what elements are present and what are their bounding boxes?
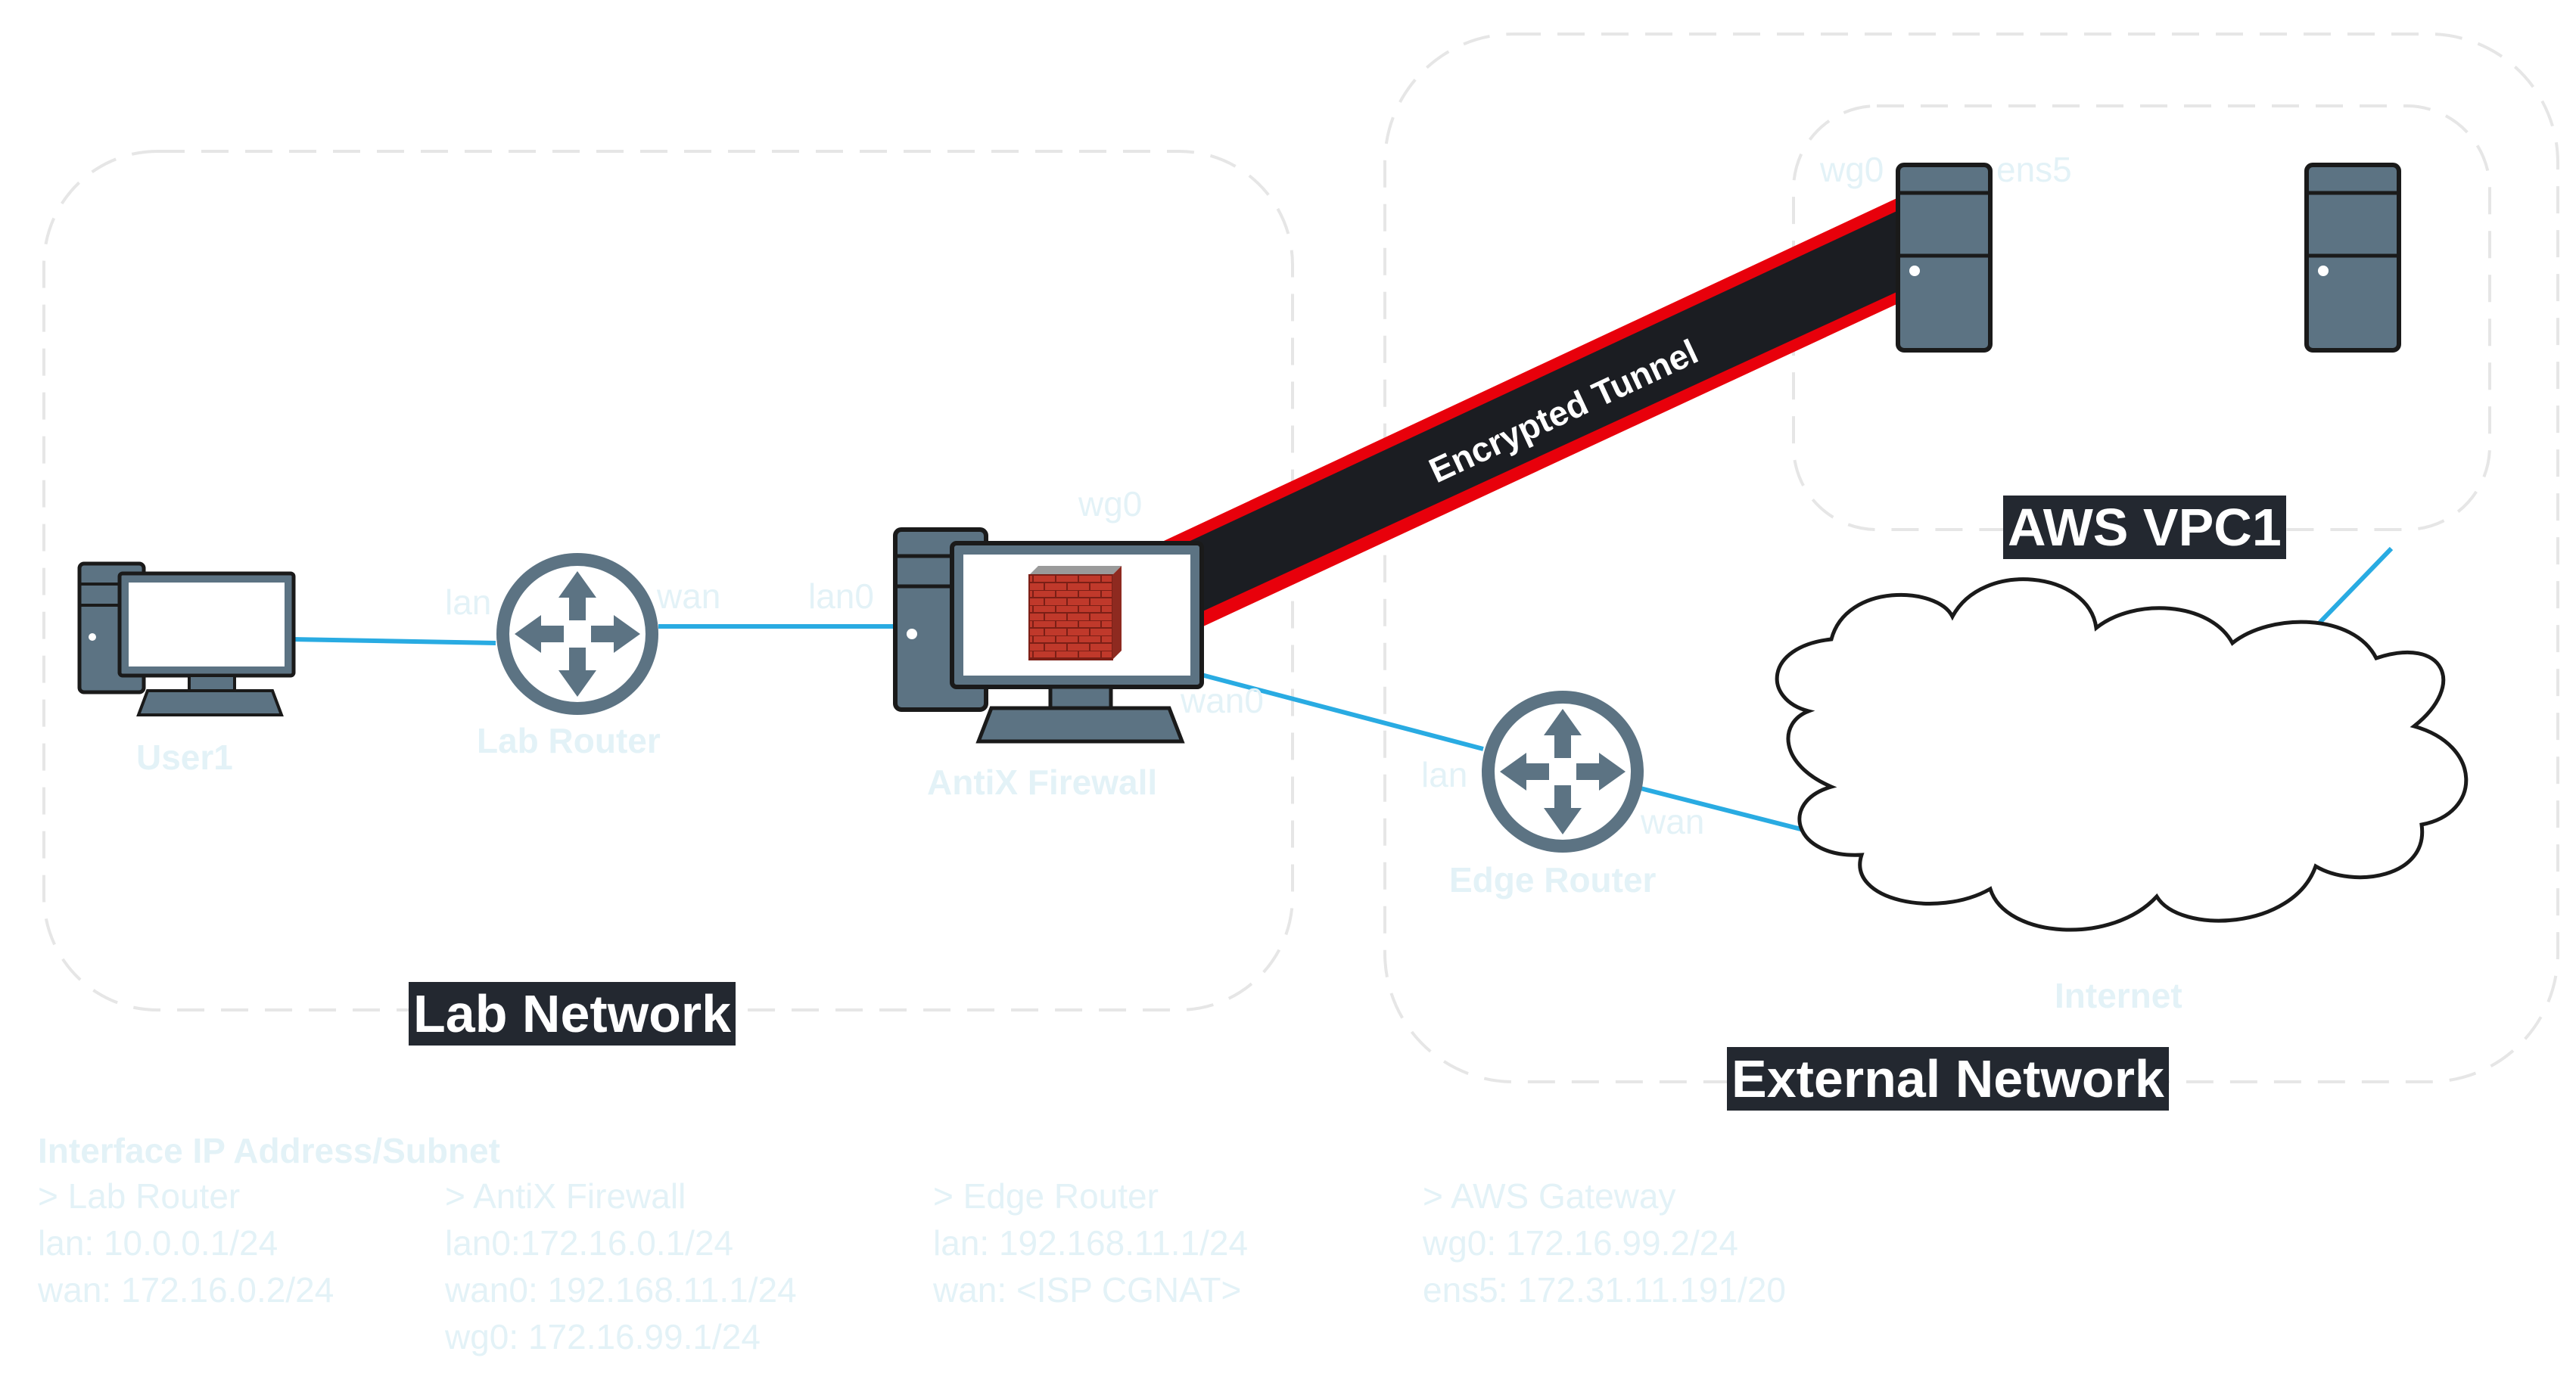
ip-group-header: > AntiX Firewall xyxy=(445,1176,686,1216)
brick-wall-icon xyxy=(1029,566,1122,575)
user1-workstation-icon xyxy=(77,561,296,716)
external-network-title: External Network xyxy=(1727,1047,2169,1111)
edge-lan-label: lan xyxy=(1421,755,1468,794)
ip-group-line: wg0: 172.16.99.2/24 xyxy=(1423,1223,1738,1263)
aws-gateway-server-icon xyxy=(1896,163,1993,353)
edge-wan-label: wan xyxy=(1641,802,1705,841)
ip-group-line: wan0: 192.168.11.1/24 xyxy=(445,1270,797,1310)
network-links xyxy=(291,546,2394,838)
antix-firewall-icon xyxy=(893,527,1204,744)
encrypted-tunnel xyxy=(1143,195,1903,626)
ip-group-line: wan: 172.16.0.2/24 xyxy=(38,1270,334,1310)
lab-router-icon xyxy=(496,553,658,715)
firewall-label: AntiX Firewall xyxy=(927,763,1158,802)
lab-network-title: Lab Network xyxy=(409,982,736,1046)
aws-ens5-label: ens5 xyxy=(1996,150,2072,189)
ip-group-line: lan: 10.0.0.1/24 xyxy=(38,1223,278,1263)
ip-group-line: lan: 192.168.11.1/24 xyxy=(933,1223,1249,1263)
aws-wg0-label: wg0 xyxy=(1820,150,1884,189)
link-user1-labrouter xyxy=(291,637,496,645)
internet-label: Internet xyxy=(2055,976,2182,1015)
edge-router-icon xyxy=(1482,691,1644,853)
ip-group-line: lan0:172.16.0.1/24 xyxy=(445,1223,734,1263)
ip-group-line: ens5: 172.31.11.191/20 xyxy=(1423,1270,1787,1310)
aws-vpc-region xyxy=(1792,104,2491,531)
firewall-wan0-label: wan0 xyxy=(1181,681,1264,720)
lab-router-lan-label: lan xyxy=(445,583,492,622)
firewall-lan0-label: lan0 xyxy=(808,576,874,616)
lab-router-wan-label: wan xyxy=(657,576,721,616)
firewall-wg0-label: wg0 xyxy=(1078,484,1143,524)
ip-group-header: > Edge Router xyxy=(933,1176,1159,1216)
link-firewall-edgerouter xyxy=(1195,671,1484,751)
user1-label: User1 xyxy=(136,738,233,777)
ip-group-header: > Lab Router xyxy=(38,1176,241,1216)
edge-router-label: Edge Router xyxy=(1449,860,1657,900)
ip-group-header: > AWS Gateway xyxy=(1423,1176,1676,1216)
internet-cloud-icon xyxy=(1775,577,2469,932)
ip-group-line: wan: <ISP CGNAT> xyxy=(933,1270,1242,1310)
lab-router-label: Lab Router xyxy=(477,721,661,760)
ip-table-title: Interface IP Address/Subnet xyxy=(38,1131,500,1170)
aws-vpc-title: AWS VPC1 xyxy=(2003,496,2286,559)
link-edgerouter-internet xyxy=(1634,785,1828,838)
ip-group-line: wg0: 172.16.99.1/24 xyxy=(445,1317,761,1356)
aws-server-icon xyxy=(2304,163,2401,353)
